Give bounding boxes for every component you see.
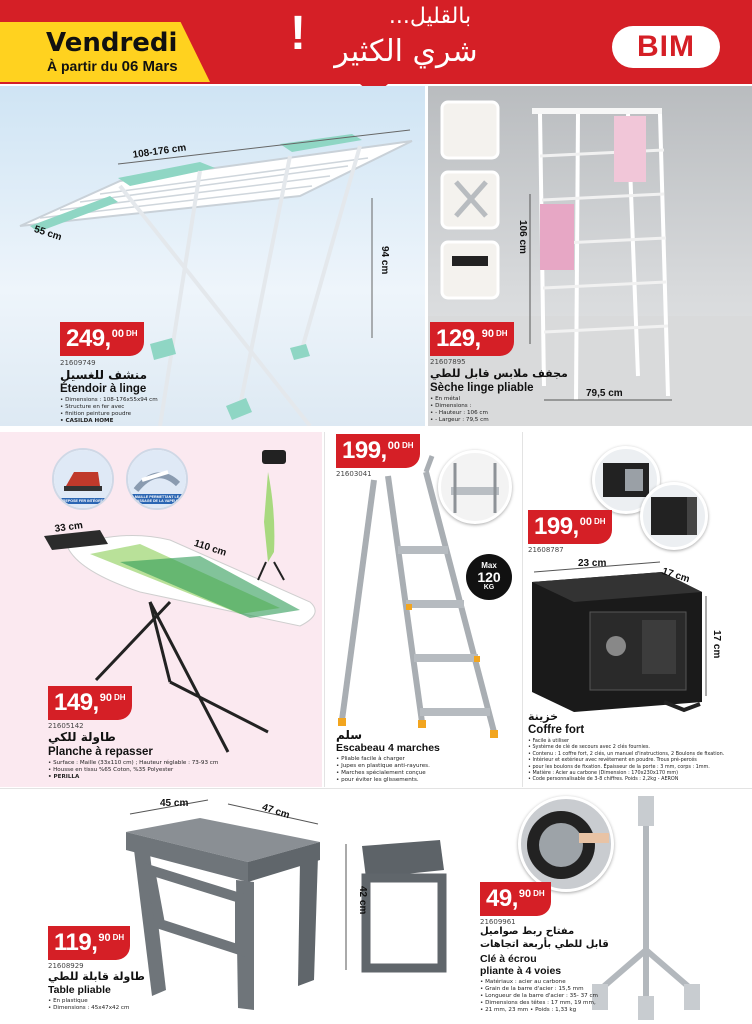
product-card-coffre-fort[interactable]: 199, 00 DH 21608787 23 cm 17 cm 17 cm خز…	[524, 432, 752, 787]
flyer-header: Vendredi À partir du 06 Mars ! بالقليل..…	[0, 0, 752, 96]
dim-width: 45 cm	[160, 798, 189, 809]
wheel-usage-image	[518, 796, 614, 892]
product-name-ar-line1: مفتاح ربط صواميل	[480, 926, 575, 937]
product-name-ar: منشف للغسيل	[60, 368, 148, 382]
product-name-fr-line1: Clé à écrou	[480, 953, 537, 965]
product-code: 21605142	[48, 722, 84, 730]
product-name-fr: Planche à repasser	[48, 746, 153, 758]
product-card-cle-ecrou[interactable]: 49, 90 DH 21609961 مفتاح ربط صواميل قابل…	[474, 790, 752, 1024]
product-name-fr: Coffre fort	[528, 724, 585, 736]
max-load-badge: Max 120 KG	[466, 554, 512, 600]
divider	[324, 432, 325, 787]
product-name-ar: مجفف ملابس قابل للطي	[430, 367, 568, 380]
steam-mesh-badge: MAILLE PERMETTANT LE PASSAGE DE LA VAPEU…	[126, 448, 188, 510]
dim-height: 42 cm	[357, 886, 368, 915]
product-name-fr: Sèche linge pliable	[430, 382, 534, 394]
price-tag: 199, 00 DH	[528, 510, 612, 544]
product-name-fr: Étendoir à linge	[60, 383, 147, 395]
divider	[522, 432, 523, 787]
slogan-line-2: شري الكثير	[334, 34, 478, 69]
product-specs: En métal Dimensions : - Hauteur : 106 cm…	[430, 396, 489, 424]
ironing-board-illustration	[44, 450, 316, 753]
price-tag: 199, 00 DH	[336, 434, 420, 468]
product-specs: Matériaux : acier au carbone Grain de la…	[480, 979, 598, 1014]
product-specs: En plastique Dimensions : 45x47x42 cm	[48, 998, 129, 1012]
product-specs: Surface : Maille (33x110 cm) ; Hauteur r…	[48, 760, 218, 781]
product-code: 21603041	[336, 470, 372, 478]
price-tag: 129, 90 DH	[430, 322, 514, 356]
folding-table-illustration	[126, 799, 447, 1010]
price-tag: 49, 90 DH	[480, 882, 551, 916]
safe-illustration	[532, 561, 707, 713]
product-code: 21608787	[528, 546, 564, 554]
car-wheel-icon	[527, 811, 609, 879]
price-tag: 119, 90 DH	[48, 926, 131, 960]
product-card-table-pliable[interactable]: 45 cm 47 cm 42 cm 119, 90 DH 21608929 طا…	[0, 790, 470, 1024]
product-code: 21609961	[480, 918, 516, 926]
dim-height: 106 cm	[517, 220, 528, 254]
product-name-ar-line2: قابل للطي بأربعة اتجاهات	[480, 939, 609, 950]
slogan-line-1: بالقليل...	[388, 4, 472, 29]
offer-day: Vendredi	[46, 28, 178, 58]
dim-height: 17 cm	[711, 630, 722, 659]
open-safe-icon	[651, 497, 697, 535]
product-name-ar: طاولة للكي	[48, 730, 116, 744]
product-specs: Facile à utiliser Système de clé de seco…	[528, 738, 724, 783]
bim-logo: BIM	[612, 26, 720, 68]
dim-height: 94 cm	[379, 246, 390, 275]
dim-width: 79,5 cm	[586, 388, 623, 399]
product-specs: Dimensions : 108-176x55x94 cm Structure …	[60, 397, 158, 425]
price-tag: 149, 90 DH	[48, 686, 132, 720]
product-specs: Pliable facile à charger Jupes en plasti…	[336, 756, 430, 784]
ladder-illustration	[338, 455, 498, 738]
product-name-fr-line2: pliante à 4 voies	[480, 965, 562, 977]
price-tag: 249, 00 DH	[60, 322, 144, 356]
product-card-seche-linge[interactable]: 106 cm 79,5 cm 129, 90 DH 21607895 مجفف …	[428, 86, 752, 426]
product-name-ar: خزينة	[528, 710, 559, 723]
slogan-exclamation: !	[290, 7, 306, 60]
product-name-ar: طاولة قابلة للطي	[48, 970, 145, 983]
step-detail-icon	[451, 463, 499, 513]
product-card-etendoir[interactable]: 108-176 cm 55 cm 94 cm 249, 00 DH 216097…	[0, 86, 425, 426]
keypad-icon	[603, 463, 649, 497]
product-card-escabeau[interactable]: 199, 00 DH 21603041 Max 120 KG سلم Escab…	[326, 432, 520, 787]
dim-width: 23 cm	[578, 558, 607, 569]
product-code: 21607895	[430, 358, 466, 366]
product-code: 21608929	[48, 962, 84, 970]
drying-rack-illustration	[19, 129, 413, 426]
product-name-fr: Escabeau 4 marches	[336, 742, 440, 754]
product-name-ar: سلم	[336, 728, 363, 742]
iron-rest-badge: REPOSE FER INTÉGRÉ	[52, 448, 114, 510]
safe-open-image	[640, 482, 708, 550]
product-code: 21609749	[60, 359, 96, 367]
product-name-fr: Table pliable	[48, 984, 111, 996]
divider	[0, 788, 752, 789]
header-yellow-ribbon	[0, 22, 210, 82]
step-detail-image	[438, 450, 512, 524]
offer-date: À partir du 06 Mars	[47, 58, 178, 75]
product-card-planche[interactable]: REPOSE FER INTÉGRÉ MAILLE PERMETTANT LE …	[0, 432, 322, 787]
